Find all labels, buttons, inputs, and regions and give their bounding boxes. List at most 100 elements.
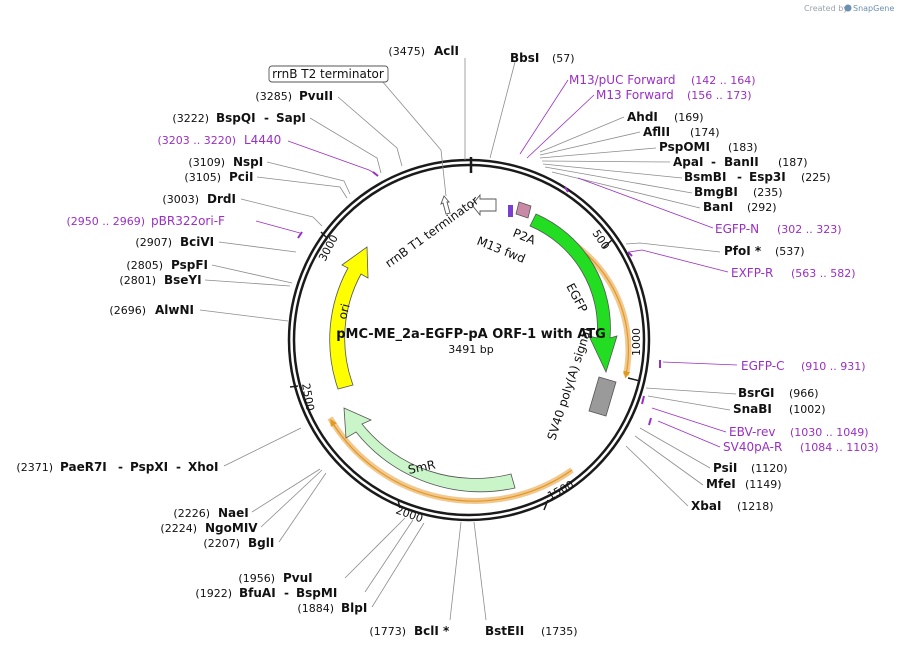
primer-pbr322ori-f-range: (2950 .. 2969) (66, 215, 145, 228)
site-mfei[interactable]: MfeI (1149) (706, 477, 782, 491)
site-bsmbi-pos: (225) (801, 171, 831, 184)
sv40-polya-feature[interactable] (588, 376, 617, 417)
site-psii-name: PsiI (713, 461, 737, 475)
primer-l4440[interactable]: (3203 .. 3220) L4440 (157, 133, 281, 147)
rrnb-t2-terminator-feature[interactable] (440, 195, 451, 215)
primer-ebv-rev[interactable]: EBV-rev (1030 .. 1049) (729, 425, 869, 439)
site-bani[interactable]: BanI (292) (703, 200, 777, 214)
primer-sv40pa-r[interactable]: SV40pA-R (1084 .. 1103) (723, 440, 879, 454)
site-pspfi[interactable]: (2805) PspFI (126, 258, 208, 272)
primer-pbr322ori-f[interactable]: (2950 .. 2969) pBR322ori-F (66, 214, 225, 228)
psii-connector (639, 427, 711, 469)
bcivi-connector (218, 241, 297, 253)
site-bcli[interactable]: (1773) BclI * (369, 624, 450, 638)
site-nspi-pos: (3109) (188, 156, 225, 169)
site-acli[interactable]: (3475) AclI (388, 44, 459, 58)
site-paer7i-alt: PspXI (130, 460, 168, 474)
site-bsrgi[interactable]: BsrGI (966) (738, 386, 819, 400)
site-blpi-name: BlpI (341, 601, 367, 615)
site-drdi[interactable]: (3003) DrdI (162, 192, 236, 206)
xbai-connector (625, 445, 689, 507)
site-psii-pos: (1120) (751, 462, 788, 475)
site-bsmbi[interactable]: BsmBI - Esp3I (225) (684, 170, 831, 184)
site-aflii-name: AflII (643, 125, 670, 139)
egfp-n-mark (564, 186, 569, 193)
exfp-r-mark (627, 251, 633, 257)
site-naei-name: NaeI (218, 506, 249, 520)
site-naei-pos: (2226) (173, 507, 210, 520)
site-snabi[interactable]: SnaBI (1002) (733, 402, 826, 416)
site-paer7i[interactable]: (2371) PaeR7I - PspXI - XhoI (16, 460, 218, 474)
site-bani-pos: (292) (747, 201, 777, 214)
snapgene-logo-icon (844, 4, 852, 12)
site-bseyi[interactable]: (2801) BseYI (119, 273, 201, 287)
site-apai[interactable]: ApaI - BanII (187) (673, 155, 808, 169)
site-apai-sep: - (711, 155, 716, 169)
enzyme-labels: (3475) AclI BbsI (57) AhdI (169) AflII (… (16, 44, 830, 638)
bfuai-connector (364, 519, 414, 593)
smr-feature[interactable] (343, 407, 516, 493)
site-bcivi-name: BciVI (180, 235, 214, 249)
p2a-feature[interactable] (515, 201, 532, 219)
site-nspi[interactable]: (3109) NspI (188, 155, 263, 169)
site-paer7i-pos: (2371) (16, 461, 53, 474)
site-bfuai-sep: - (284, 586, 289, 600)
site-pvui[interactable]: (1956) PvuI (238, 571, 312, 585)
primer-egfp-n[interactable]: EGFP-N (302 .. 323) (715, 222, 842, 236)
naei-connector (251, 468, 321, 513)
site-bspqi[interactable]: (3222) BspQI - SapI (172, 111, 305, 125)
site-bsmbi-name: BsmBI (684, 170, 726, 184)
site-bgli[interactable]: (2207) BglI (203, 536, 274, 550)
rrnb-t2-terminator-label: rrnB T2 terminator (272, 67, 384, 81)
site-bseyi-name: BseYI (164, 273, 202, 287)
primer-m13-forward[interactable]: M13 Forward (156 .. 173) (596, 88, 752, 102)
site-bmgbi[interactable]: BmgBI (235) (694, 185, 783, 199)
site-bsrgi-pos: (966) (789, 387, 819, 400)
site-alwni[interactable]: (2696) AlwNI (109, 303, 194, 317)
primer-m13-puc-forward[interactable]: M13/pUC Forward (142 .. 164) (569, 73, 756, 87)
egfp-feature[interactable] (529, 213, 618, 374)
site-pspomi[interactable]: PspOMI (183) (659, 140, 758, 154)
site-naei[interactable]: (2226) NaeI (173, 506, 248, 520)
primer-l4440-range: (3203 .. 3220) (157, 134, 236, 147)
site-xbai[interactable]: XbaI (1218) (691, 499, 774, 513)
primer-egfp-n-name: EGFP-N (715, 222, 759, 236)
primer-l4440-name: L4440 (244, 133, 281, 147)
m13-puc-connector (519, 79, 569, 155)
m13-fwd-feature[interactable] (508, 205, 513, 217)
primer-egfp-c-name: EGFP-C (741, 359, 784, 373)
rrnb-t2-terminator-callout[interactable]: rrnB T2 terminator (268, 65, 389, 83)
ngomiv-connector (260, 469, 323, 528)
site-ngomiv[interactable]: (2224) NgoMIV (160, 521, 258, 535)
ori-label: ori (335, 302, 352, 321)
site-ahdi[interactable]: AhdI (169) (627, 110, 704, 124)
site-bsteii[interactable]: BstEII (1735) (485, 624, 578, 638)
ori-feature[interactable] (329, 246, 369, 390)
site-pcii[interactable]: (3105) PciI (184, 170, 253, 184)
site-bcli-pos: (1773) (369, 625, 406, 638)
primer-pbr322ori-f-name: pBR322ori-F (151, 214, 225, 228)
site-psii[interactable]: PsiI (1120) (713, 461, 788, 475)
site-pfoi[interactable]: PfoI * (537) (724, 244, 805, 258)
site-ngomiv-pos: (2224) (160, 522, 197, 535)
site-bbsi[interactable]: BbsI (57) (510, 51, 575, 65)
bani-connector (551, 171, 701, 209)
site-bani-name: BanI (703, 200, 733, 214)
primer-connectors (255, 79, 738, 448)
primer-exfp-r[interactable]: EXFP-R (563 .. 582) (731, 266, 856, 280)
smr-label: SmR (407, 457, 437, 476)
site-alwni-pos: (2696) (109, 304, 146, 317)
rrnb-t1-terminator-feature[interactable] (471, 193, 497, 217)
site-pfoi-name: PfoI * (724, 244, 762, 258)
site-pvuii[interactable]: (3285) PvuII (255, 89, 333, 103)
aflii-connector (539, 131, 641, 156)
primer-egfp-c[interactable]: EGFP-C (910 .. 931) (741, 359, 866, 373)
plasmid-name: pMC-ME_2a-EGFP-pA ORF-1 with ATG (336, 327, 606, 342)
site-acli-name: AclI (434, 44, 459, 58)
site-bfuai[interactable]: (1922) BfuAI - BspMI (195, 586, 337, 600)
pvui-connector (344, 517, 406, 579)
site-blpi[interactable]: (1884) BlpI (297, 601, 367, 615)
site-aflii[interactable]: AflII (174) (643, 125, 720, 139)
site-bcivi[interactable]: (2907) BciVI (135, 235, 214, 249)
site-pspfi-name: PspFI (171, 258, 208, 272)
